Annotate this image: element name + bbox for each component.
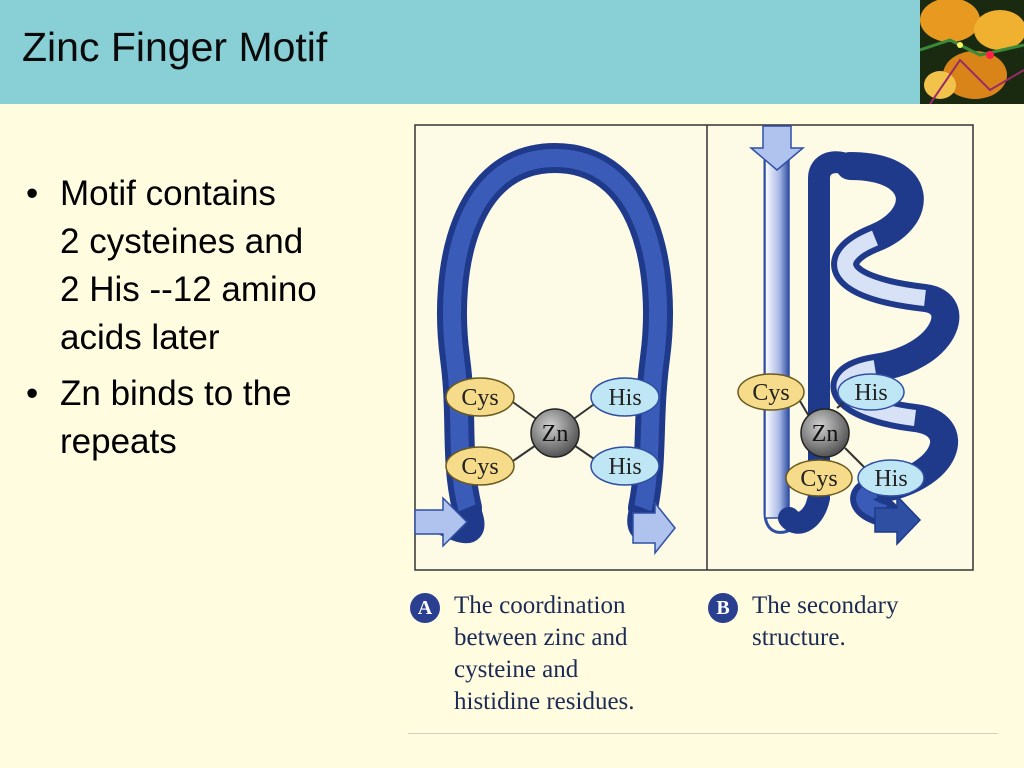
panel-b-arrow-in (748, 125, 806, 171)
slide-title: Zinc Finger Motif (22, 24, 328, 70)
panel-a-cys-top: Cys (445, 377, 515, 417)
bullet-item: • Zn binds to the repeats (26, 370, 386, 466)
slide-header: Zinc Finger Motif (0, 0, 1024, 104)
svg-text:Zn: Zn (542, 421, 569, 447)
svg-text:His: His (874, 466, 907, 492)
caption-a-text: The coordination between zinc and cystei… (454, 592, 635, 715)
panel-b-cys-bottom: Cys (785, 459, 853, 497)
svg-text:Cys: Cys (800, 466, 837, 492)
bullet-text: Motif contains 2 cysteines and 2 His --1… (60, 174, 317, 357)
bullet-dot: • (26, 374, 39, 413)
panel-b-his-top: His (837, 373, 905, 411)
svg-text:His: His (854, 380, 887, 406)
bullet-item: • Motif contains 2 cysteines and 2 His -… (26, 170, 386, 362)
bullet-list: • Motif contains 2 cysteines and 2 His -… (26, 170, 386, 474)
bullet-text: Zn binds to the repeats (60, 374, 292, 461)
caption-b-badge: B (708, 593, 738, 623)
panel-a-his-top: His (590, 377, 660, 417)
caption-a-badge: A (410, 593, 440, 623)
panel-b-zinc-ion: Zn (800, 408, 850, 458)
panel-a-his-bottom: His (590, 446, 660, 486)
svg-text:His: His (608, 454, 641, 480)
svg-text:His: His (608, 385, 641, 411)
caption-b-text: The secondary structure. (752, 592, 899, 651)
svg-text:Cys: Cys (461, 454, 498, 480)
molecule-image (920, 0, 1024, 104)
panel-a-cys-bottom: Cys (445, 446, 515, 486)
panel-a-zinc-ion: Zn (530, 408, 580, 458)
svg-text:Cys: Cys (752, 380, 789, 406)
bullet-dot: • (26, 174, 39, 213)
panel-a-arrow-in (414, 496, 469, 548)
panel-a-arrow-out (632, 500, 676, 556)
zinc-finger-figure: Cys His Cys His Zn Cy (414, 124, 974, 571)
panel-b-his-bottom: His (857, 459, 925, 497)
svg-text:Cys: Cys (461, 385, 498, 411)
panel-b-cys-top: Cys (737, 373, 805, 411)
svg-text:Zn: Zn (812, 421, 839, 447)
panel-b-arrow-out (874, 494, 922, 546)
bottom-divider (408, 733, 998, 734)
panel-b-beta-strand (763, 148, 861, 534)
